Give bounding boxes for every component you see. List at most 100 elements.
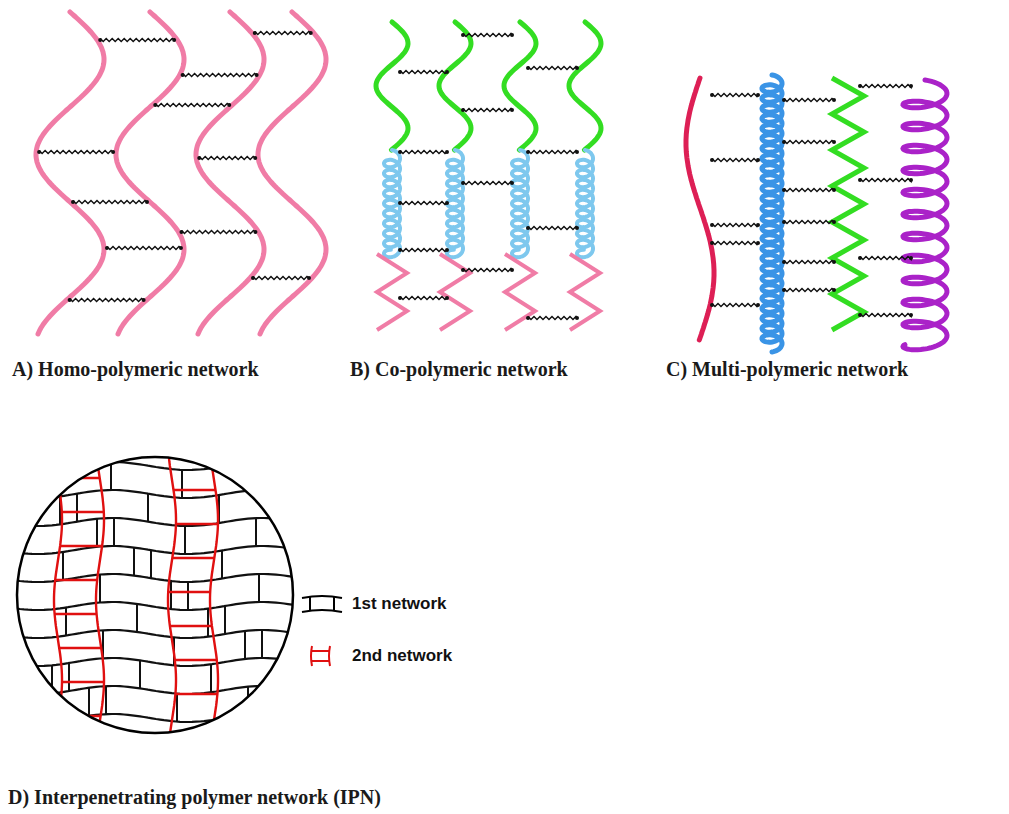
crosslink xyxy=(860,84,911,87)
polymer-chain xyxy=(376,22,408,150)
legend-text: 2nd network xyxy=(352,646,452,666)
crosslink xyxy=(860,256,911,259)
first-network-crosslink xyxy=(39,470,41,498)
crosslink-end xyxy=(398,70,402,74)
crosslink xyxy=(860,178,911,181)
second-network-crosslink xyxy=(170,625,212,627)
polymer-chain xyxy=(569,22,601,150)
first-network-crosslink xyxy=(210,664,212,692)
crosslink-end xyxy=(782,288,786,292)
crosslink xyxy=(784,140,834,143)
panel-caption: C) Multi-polymeric network xyxy=(666,358,908,381)
crosslink-end xyxy=(575,316,579,320)
first-network-crosslink xyxy=(187,582,189,610)
first-network-crosslink xyxy=(65,607,67,635)
crosslink-end xyxy=(111,150,115,154)
second-network-crosslink xyxy=(62,511,104,513)
crosslink xyxy=(107,246,181,249)
second-network-crosslink xyxy=(62,681,104,683)
first-network-crosslink xyxy=(244,631,246,659)
first-network-crosslink xyxy=(113,518,115,546)
crosslink-end xyxy=(575,226,579,230)
crosslink-end xyxy=(710,303,714,307)
crosslink-end xyxy=(526,150,530,154)
second-network-crosslink xyxy=(172,557,214,559)
crosslink-end xyxy=(37,150,41,154)
crosslink-end xyxy=(510,33,514,37)
crosslink xyxy=(712,223,758,226)
crosslink xyxy=(255,31,311,34)
crosslink xyxy=(182,230,256,233)
polymer-chain xyxy=(504,22,536,150)
crosslink-end xyxy=(145,200,149,204)
crosslink xyxy=(199,156,255,159)
first-network-crosslink xyxy=(221,551,223,579)
crosslink-end xyxy=(179,246,183,250)
polymer-chain xyxy=(377,254,407,330)
first-network-crosslink xyxy=(105,686,107,714)
crosslink-end xyxy=(782,220,786,224)
crosslink-end xyxy=(172,38,176,42)
crosslink xyxy=(528,66,577,69)
crosslink xyxy=(463,108,512,111)
crosslink xyxy=(784,288,834,291)
legend-text: 1st network xyxy=(352,594,446,614)
crosslink-end xyxy=(398,150,402,154)
crosslink xyxy=(400,248,447,251)
second-network-chain xyxy=(96,450,104,738)
crosslink-end xyxy=(909,84,913,88)
first-network-crosslink xyxy=(181,470,183,498)
crosslink xyxy=(463,33,512,36)
crosslink xyxy=(400,70,447,73)
crosslink-end xyxy=(98,38,102,42)
crosslink-end xyxy=(510,108,514,112)
crosslink-end xyxy=(461,108,465,112)
polymer-chain xyxy=(686,78,714,340)
first-network-crosslink xyxy=(176,694,178,722)
crosslink-end xyxy=(782,98,786,102)
legend-icon-second xyxy=(311,646,330,666)
crosslink-end xyxy=(71,200,75,204)
crosslink-end xyxy=(253,230,257,234)
first-network-crosslink xyxy=(150,550,152,578)
crosslink-end xyxy=(526,226,530,230)
crosslink-end xyxy=(756,241,760,245)
crosslink xyxy=(860,313,911,316)
crosslink-end xyxy=(832,140,836,144)
crosslink-end xyxy=(445,248,449,252)
crosslink-end xyxy=(526,66,530,70)
crosslink-end xyxy=(227,103,231,107)
crosslink-end xyxy=(153,103,157,107)
crosslink xyxy=(784,98,834,101)
crosslink xyxy=(784,188,834,191)
second-network-chain xyxy=(168,450,176,738)
crosslink-end xyxy=(445,150,449,154)
crosslink xyxy=(463,268,512,271)
first-network-crosslink xyxy=(68,663,70,691)
crosslink xyxy=(155,103,229,106)
first-network-crosslink xyxy=(62,552,64,580)
crosslink-end xyxy=(832,260,836,264)
polymer-chain xyxy=(447,150,463,257)
crosslink-end xyxy=(832,98,836,102)
crosslink-end xyxy=(309,31,313,35)
crosslink xyxy=(400,296,447,299)
crosslink xyxy=(528,226,577,229)
ipn-network xyxy=(12,450,300,738)
co-polymer-network xyxy=(376,22,601,330)
second-network-crosslink xyxy=(59,715,101,717)
first-network-chain xyxy=(12,546,300,554)
crosslink xyxy=(463,181,512,184)
crosslink-end xyxy=(832,288,836,292)
polymer-chain xyxy=(577,150,593,257)
polymer-chain xyxy=(439,22,471,150)
legend-icons xyxy=(302,596,342,666)
crosslink xyxy=(528,316,577,319)
legend-icon-first xyxy=(302,596,342,612)
panel-caption: A) Homo-polymeric network xyxy=(12,358,259,381)
crosslink-end xyxy=(398,248,402,252)
crosslink xyxy=(784,220,834,223)
first-network-crosslink xyxy=(147,494,149,522)
polymer-chain xyxy=(258,12,326,334)
polymer-chain xyxy=(762,75,782,352)
